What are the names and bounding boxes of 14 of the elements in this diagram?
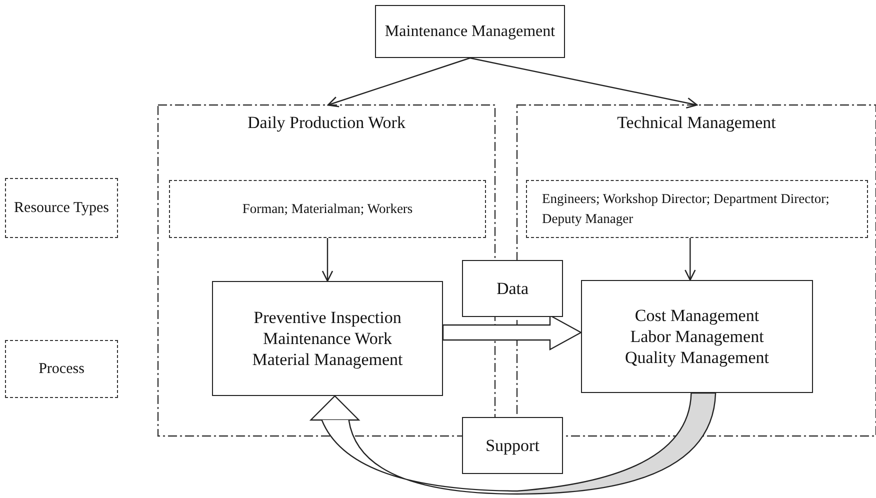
dashed-box: Resource Types xyxy=(5,178,118,238)
arrow xyxy=(684,238,696,281)
block-arrow xyxy=(442,314,582,351)
arrow xyxy=(327,57,470,108)
process-box: Preventive Inspection Maintenance Work Material Management xyxy=(212,281,443,396)
process-box: Cost Management Labor Management Quality Management xyxy=(581,280,813,393)
dashed-box: Process xyxy=(5,340,118,398)
process-box: Data xyxy=(462,260,563,317)
arrow xyxy=(470,57,698,109)
process-box: Maintenance Management xyxy=(375,5,565,58)
arrow xyxy=(322,238,334,282)
dashed-box: Engineers; Workshop Director; Department Director; Deputy Manager xyxy=(526,180,868,238)
process-box: Support xyxy=(462,417,563,474)
dashed-box: Forman; Materialman; Workers xyxy=(169,180,486,238)
